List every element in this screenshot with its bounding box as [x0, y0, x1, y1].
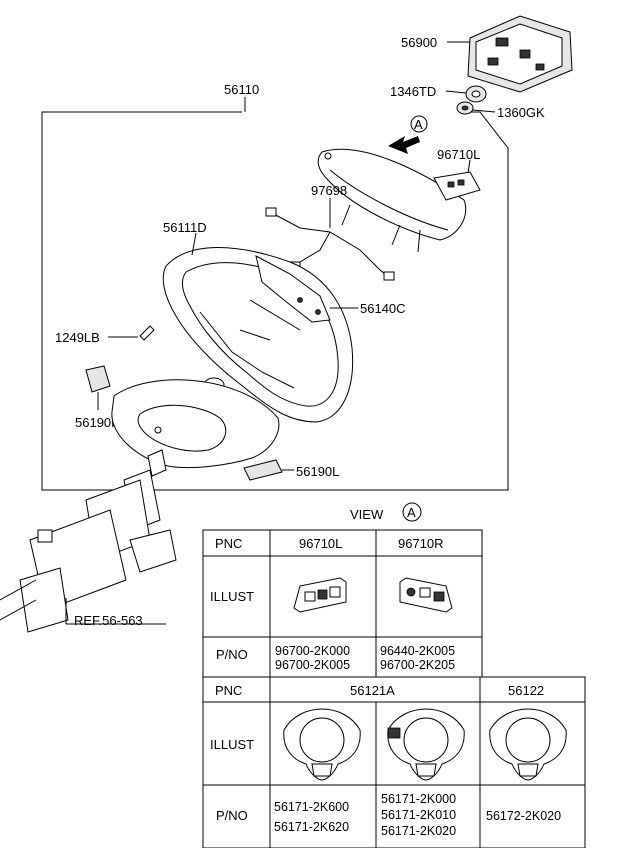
t1-pno-header: P/NO [216, 647, 248, 662]
illust-96710L [293, 577, 347, 613]
bracket-56140C-drawing [255, 255, 331, 323]
view-marker-circle [402, 502, 422, 522]
label-56140C: 56140C [360, 301, 406, 316]
t2-col2-pno-1: 56171-2K000 [381, 792, 456, 806]
switch-96710L-drawing [433, 171, 481, 201]
t1-col2-pno-2: 96700-2K205 [380, 658, 455, 672]
lower-cover-drawing [111, 379, 280, 469]
t2-pno-header: P/NO [216, 808, 248, 823]
t1-illust-header: ILLUST [210, 589, 254, 604]
illust-96710R [399, 577, 453, 613]
label-56190L: 56190L [296, 464, 339, 479]
t2-pnc-header: PNC [215, 683, 242, 698]
t1-col1-pnc: 96710L [299, 536, 342, 551]
t2-col2-pno-3: 56171-2K020 [381, 824, 456, 838]
t1-col2-pno-1: 96440-2K005 [380, 644, 455, 658]
illust-cover-2 [387, 708, 465, 781]
t1-pnc-header: PNC [215, 536, 242, 551]
view-label: VIEW [350, 507, 384, 522]
illust-cover-3 [489, 708, 567, 781]
horn-cover-drawing [317, 148, 467, 253]
cover-56190R-drawing [85, 365, 111, 393]
illust-cover-1 [283, 708, 361, 781]
cover-56190L-drawing [243, 459, 283, 481]
label-56190R: 56190R [75, 415, 121, 430]
table-covers [202, 676, 586, 848]
label-1360GK: 1360GK [497, 105, 545, 120]
t2-illust-header: ILLUST [210, 737, 254, 752]
steering-column-drawing [0, 449, 177, 633]
assembly-frame [41, 111, 509, 491]
arrow-marker-label: A [414, 117, 423, 132]
label-96710L: 96710L [437, 147, 480, 162]
label-97698: 97698 [311, 183, 347, 198]
nut-drawing [465, 85, 487, 103]
label-56111D: 56111D [163, 220, 207, 235]
t2-col1-pno-1: 56171-2K600 [274, 800, 349, 814]
t2-col-b-pnc: 56122 [508, 683, 544, 698]
t2-col1-pno-2: 56171-2K620 [274, 820, 349, 834]
view-marker: A [407, 505, 416, 520]
t2-col3-pno-1: 56172-2K020 [486, 809, 561, 823]
t2-col-a-pnc: 56121A [350, 683, 395, 698]
washer-drawing [456, 101, 474, 115]
label-1346TD: 1346TD [390, 84, 436, 99]
airbag-module-drawing [467, 15, 573, 93]
marker-circle [410, 115, 428, 133]
t1-col1-pno-2: 96700-2K005 [275, 658, 350, 672]
label-1249LB: 1249LB [55, 330, 100, 345]
t1-col1-pno-1: 96700-2K000 [275, 644, 350, 658]
label-56900: 56900 [401, 35, 437, 50]
ref-label: REF.56-563 [74, 613, 143, 628]
view-arrow-icon [388, 136, 420, 154]
t1-col2-pnc: 96710R [398, 536, 444, 551]
t2-col2-pno-2: 56171-2K010 [381, 808, 456, 822]
screw-1249LB-drawing [139, 325, 155, 341]
table-switches [202, 529, 483, 678]
label-56110: 56110 [224, 82, 259, 97]
